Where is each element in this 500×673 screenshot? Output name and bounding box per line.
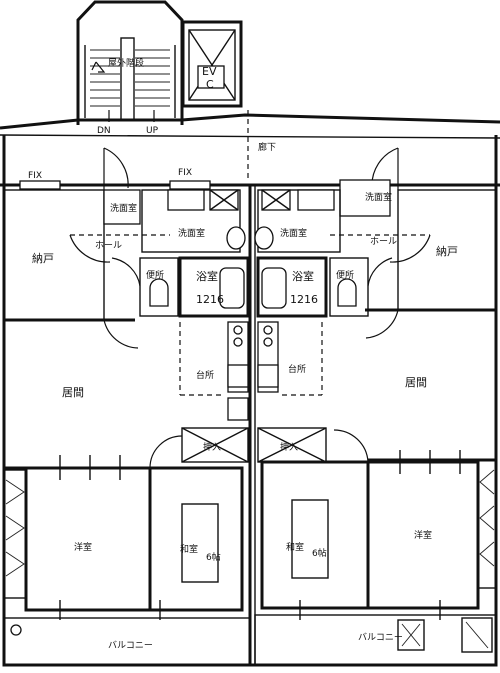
kitchen-right-label: 台所 bbox=[288, 363, 306, 375]
stair-label: 屋外階段 bbox=[108, 57, 144, 69]
toilet-right-label: 便所 bbox=[336, 269, 354, 281]
stair-tower: 屋外階段 DN UP bbox=[76, 0, 184, 136]
hall-right-label: ホール bbox=[370, 236, 397, 247]
elevator: EV C bbox=[181, 20, 243, 108]
elevator-label: EV bbox=[202, 65, 217, 78]
bath-left-size: 1216 bbox=[196, 293, 224, 306]
unit-left: 納戸 洗面室 ホール 洗面室 便所 浴室 1216 bbox=[3, 147, 251, 666]
right-window-hatch bbox=[477, 459, 497, 589]
bath-right-label: 浴室 bbox=[292, 269, 314, 283]
hall-left-label: ホール bbox=[95, 240, 122, 251]
stair-treads bbox=[90, 49, 170, 107]
dimension-ticks bbox=[59, 450, 461, 620]
closet-right-label: 押入 bbox=[280, 441, 298, 453]
kitchen-left-label: 台所 bbox=[196, 369, 214, 381]
down-label: DN bbox=[97, 126, 111, 136]
washroom-right-small-label: 洗面室 bbox=[365, 191, 392, 203]
bath-left-label: 浴室 bbox=[196, 269, 218, 283]
fix-window-center-label: FIX bbox=[178, 168, 192, 178]
japanese-room-right-mats: 6帖 bbox=[312, 547, 327, 559]
outer-walls: FIX FIX bbox=[2, 135, 498, 667]
japanese-room-right-label: 和室 bbox=[286, 541, 304, 553]
western-room-right-label: 洋室 bbox=[414, 529, 432, 541]
fix-window-left-label: FIX bbox=[28, 171, 42, 181]
japanese-room-left-mats: 6帖 bbox=[206, 551, 221, 563]
elevator-sublabel: C bbox=[206, 78, 214, 91]
corridor-label: 廊下 bbox=[258, 141, 276, 153]
washroom-left-label: 洗面室 bbox=[178, 227, 205, 239]
up-label: UP bbox=[146, 126, 159, 136]
balcony-right-label: バルコニー bbox=[358, 632, 403, 643]
japanese-room-left-label: 和室 bbox=[180, 543, 198, 555]
unit-right: 納戸 洗面室 ホール 洗面室 便所 浴室 1216 bbox=[254, 147, 497, 666]
closet-left-label: 押入 bbox=[203, 441, 221, 453]
corridor: 廊下 bbox=[0, 110, 500, 187]
western-room-left-label: 洋室 bbox=[74, 541, 92, 553]
storage-left-label: 納戸 bbox=[32, 252, 54, 265]
living-right-label: 居間 bbox=[405, 376, 427, 389]
storage-right-label: 納戸 bbox=[436, 245, 458, 258]
left-window-hatch bbox=[3, 469, 27, 599]
washroom-right-label: 洗面室 bbox=[280, 227, 307, 239]
washroom-left-small-label: 洗面室 bbox=[110, 202, 137, 214]
living-left-label: 居間 bbox=[62, 386, 84, 399]
bath-right-size: 1216 bbox=[290, 293, 318, 306]
toilet-left-label: 便所 bbox=[146, 269, 164, 281]
balcony-left-label: バルコニー bbox=[108, 640, 153, 651]
